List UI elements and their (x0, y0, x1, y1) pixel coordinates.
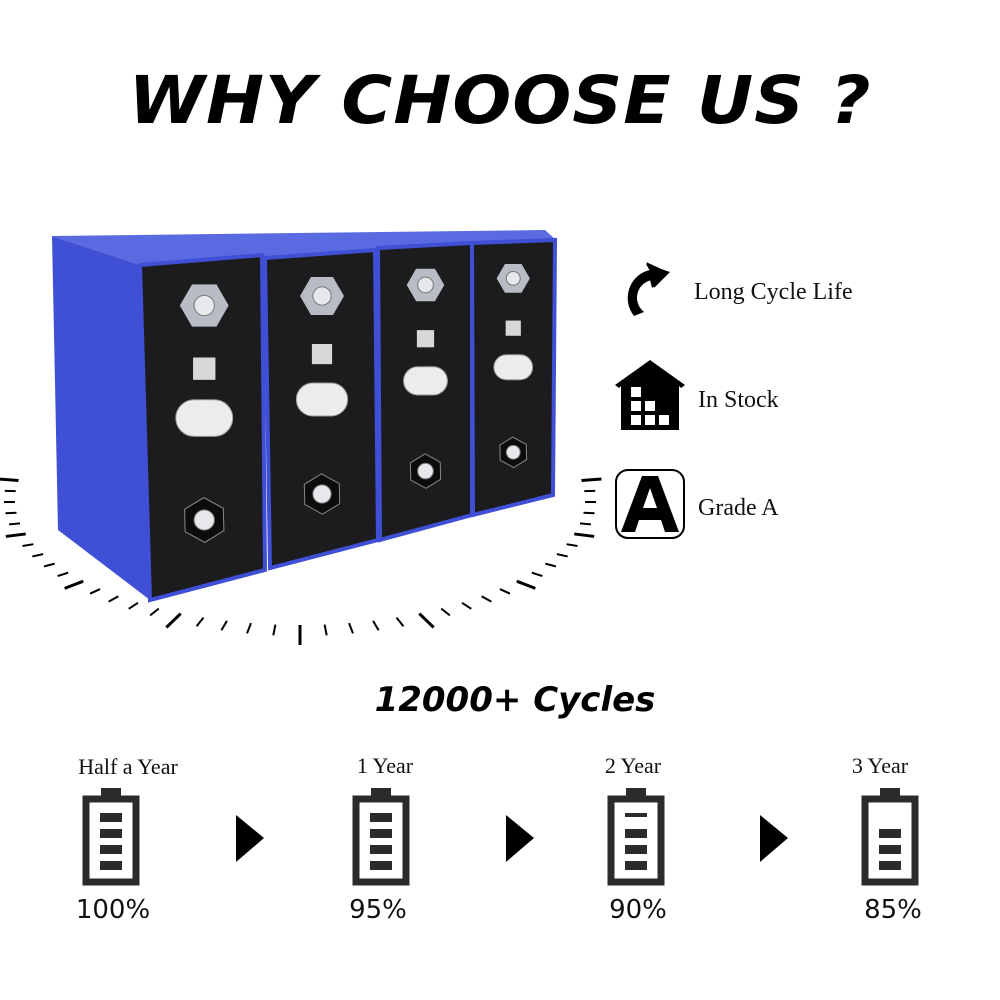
dial-tick (531, 571, 543, 577)
qr-label (505, 320, 521, 336)
dial-tick (583, 511, 595, 515)
capacity-value: 95% (349, 895, 407, 925)
dial-tick (246, 622, 252, 634)
feature-in-stock: In Stock (698, 387, 779, 413)
dial-tick (57, 571, 69, 577)
dial-tick (5, 532, 26, 538)
dial-tick (0, 477, 19, 482)
dial-tick (579, 522, 591, 526)
dial-tick (9, 522, 21, 526)
dial-tick (108, 595, 119, 603)
dial-tick (165, 612, 182, 629)
qr-label (416, 330, 435, 348)
dial-tick (440, 607, 451, 617)
vent-valve (295, 382, 349, 417)
period-label: 1 Year (356, 753, 414, 778)
capacity-value: 90% (609, 895, 667, 925)
dial-tick (574, 532, 595, 538)
dial-tick (581, 477, 602, 482)
feature-long-cycle-life: Long Cycle Life (694, 279, 853, 305)
period-label: 2 Year (604, 753, 662, 778)
dial-tick (372, 620, 380, 631)
dial-tick (272, 624, 277, 636)
dial-tick (89, 588, 101, 595)
capacity-value: 100% (75, 895, 151, 925)
vent-valve (493, 354, 534, 381)
dial-tick (566, 543, 578, 548)
battery-cell (469, 237, 558, 518)
vent-valve (403, 366, 448, 396)
dial-tick (499, 588, 511, 595)
cycles-heading: 12000+ Cycles (374, 680, 656, 720)
dial-tick (128, 601, 139, 610)
dial-tick (220, 620, 228, 631)
dial-tick (418, 612, 435, 629)
dial-tick (481, 595, 492, 603)
dial-tick (323, 624, 328, 636)
dial-tick (348, 622, 354, 634)
cell-top-face (52, 230, 556, 265)
dial-tick (461, 601, 472, 610)
dial-tick (516, 579, 536, 590)
qr-label (311, 344, 333, 365)
dial-tick (32, 553, 44, 558)
capacity-value: 85% (864, 895, 922, 925)
battery-cell (262, 247, 381, 571)
dial-tick (149, 607, 160, 617)
battery-cell (375, 240, 474, 543)
dial-tick (22, 543, 34, 548)
cell-side-face (52, 236, 150, 600)
feature-grade-a: Grade A (698, 495, 779, 521)
period-label: Half a Year (78, 754, 178, 779)
page-title: WHY CHOOSE US ? (128, 62, 872, 139)
period-label: 3 Year (851, 753, 909, 778)
dial-ticks (0, 477, 602, 645)
battery-cell (137, 252, 268, 603)
dial-tick (5, 511, 17, 515)
qr-label (193, 357, 216, 380)
dial-tick (43, 562, 55, 568)
dial-tick (545, 562, 557, 568)
dial-tick (195, 616, 205, 627)
dial-tick (556, 553, 568, 558)
dial-tick (64, 579, 84, 590)
vent-valve (175, 399, 234, 437)
dial-tick (395, 616, 405, 627)
